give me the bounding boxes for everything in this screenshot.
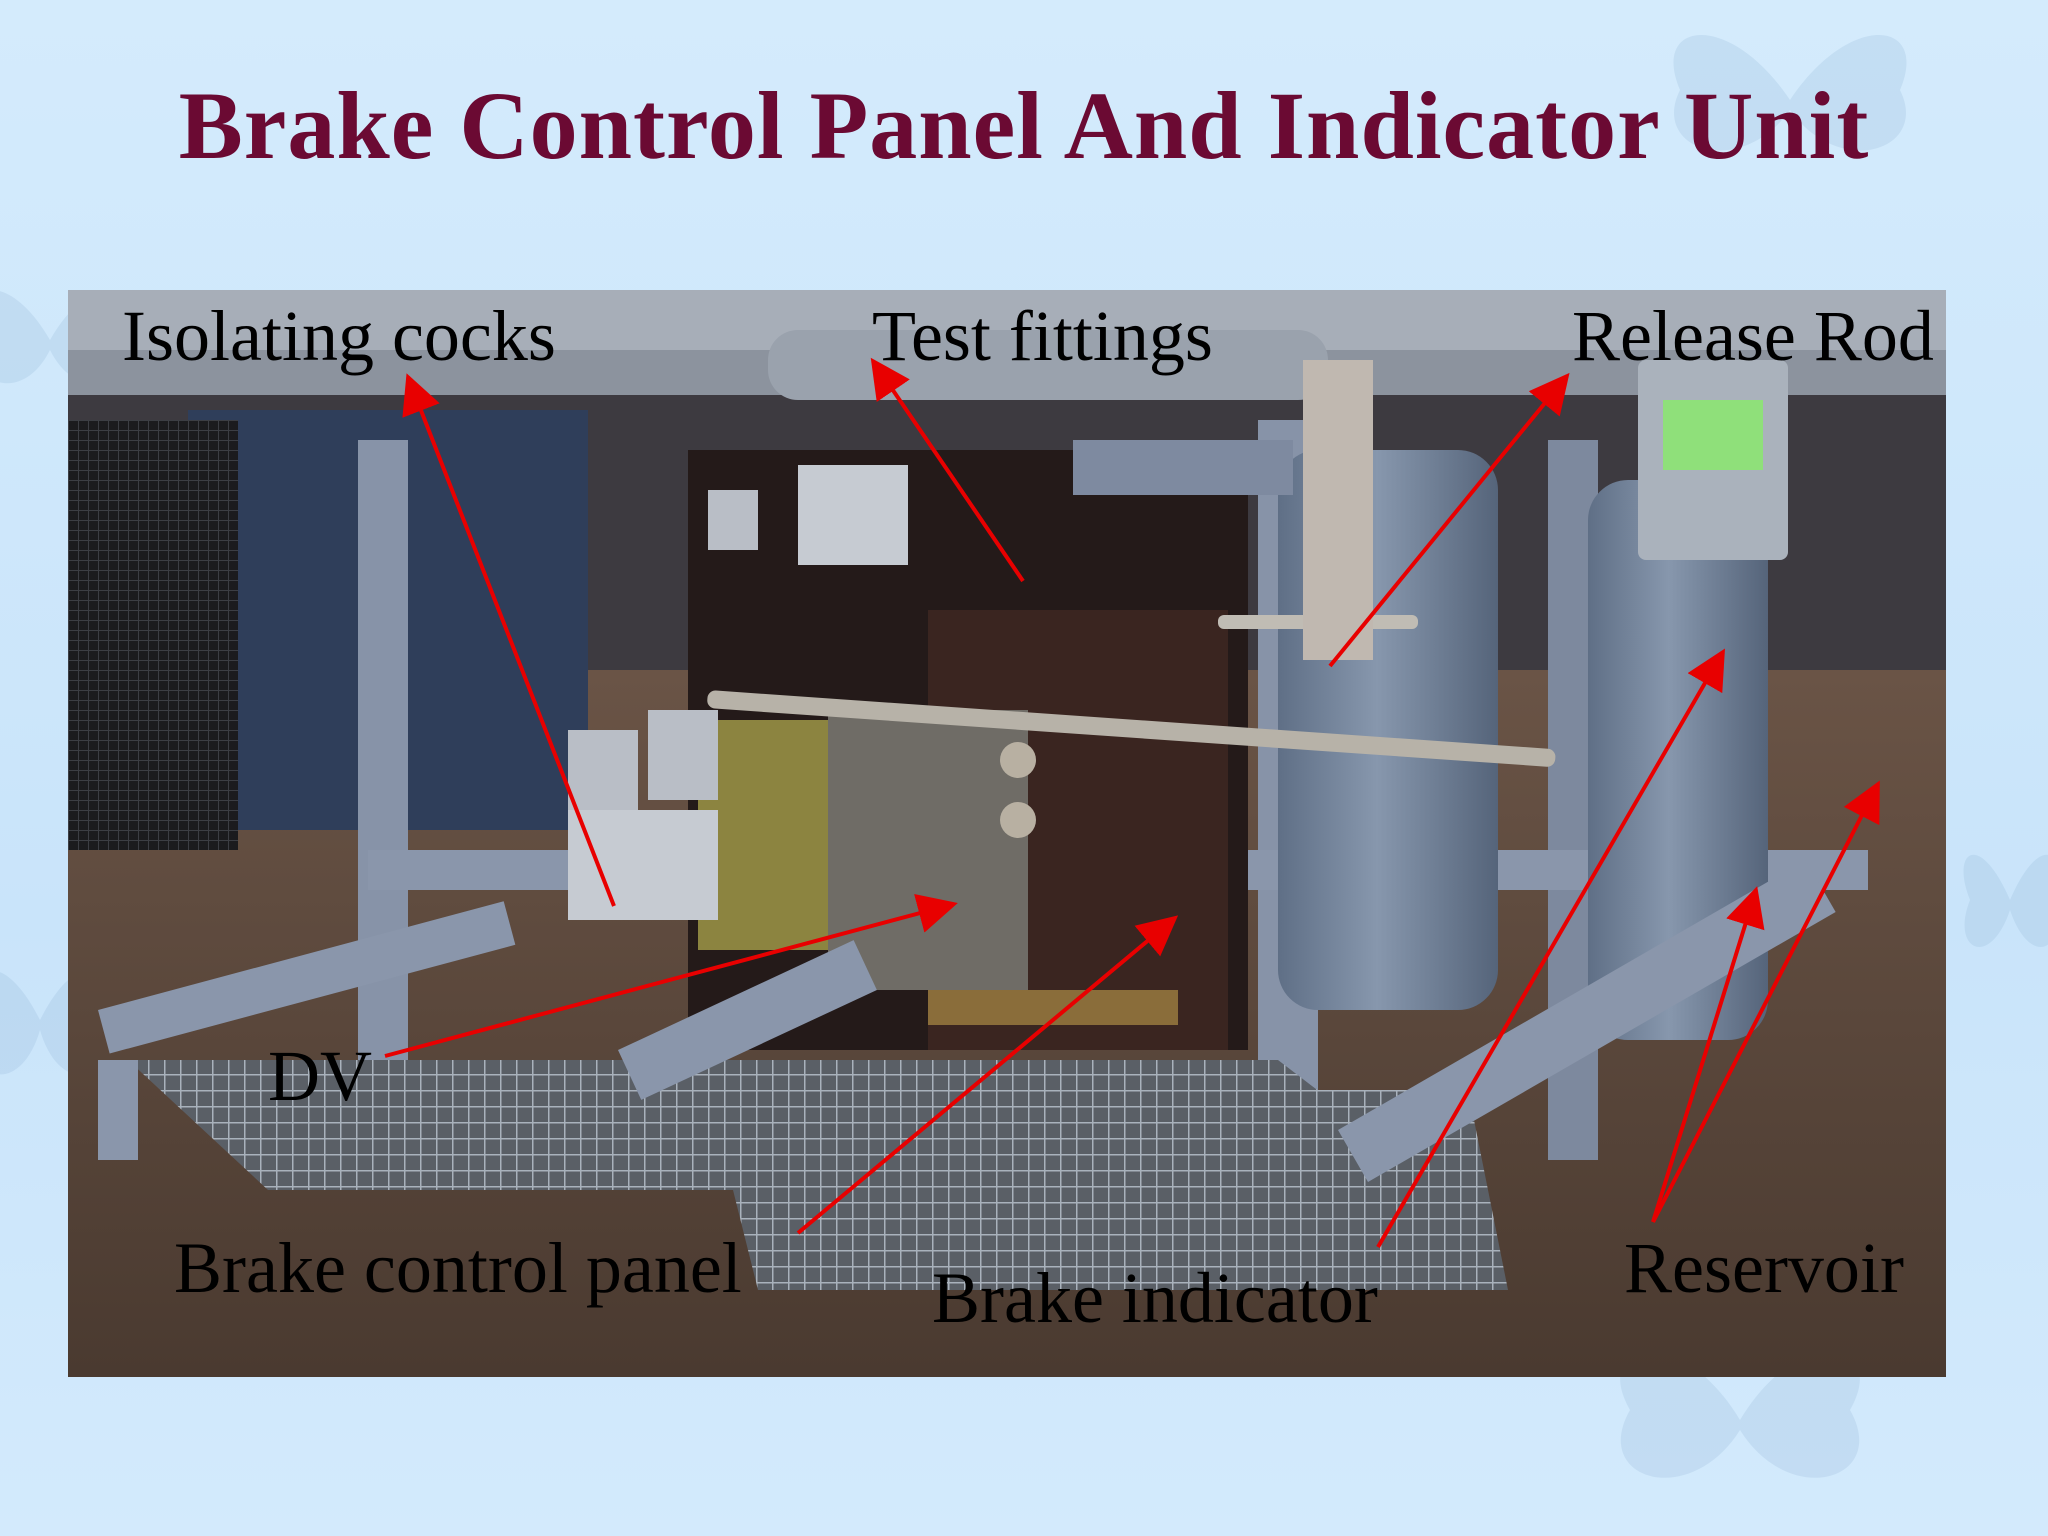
label-reservoir: Reservoir (1624, 1228, 1904, 1308)
butterfly-watermark-icon (1620, 1351, 1860, 1478)
equipment-photo (68, 290, 1946, 1377)
label-release-rod: Release Rod (1572, 296, 1934, 376)
butterfly-watermark-icon (1673, 35, 1907, 151)
slide-title: Brake Control Panel And Indicator Unit (178, 72, 1870, 179)
brake-unit-illustration (68, 290, 1946, 1377)
label-isolating-cocks: Isolating cocks (122, 296, 556, 376)
label-test-fittings: Test fittings (872, 296, 1213, 376)
label-brake-indicator: Brake indicator (932, 1258, 1378, 1338)
label-dv: DV (268, 1036, 372, 1116)
label-brake-control-panel: Brake control panel (174, 1228, 742, 1308)
butterfly-watermark-icon (1963, 854, 2048, 947)
